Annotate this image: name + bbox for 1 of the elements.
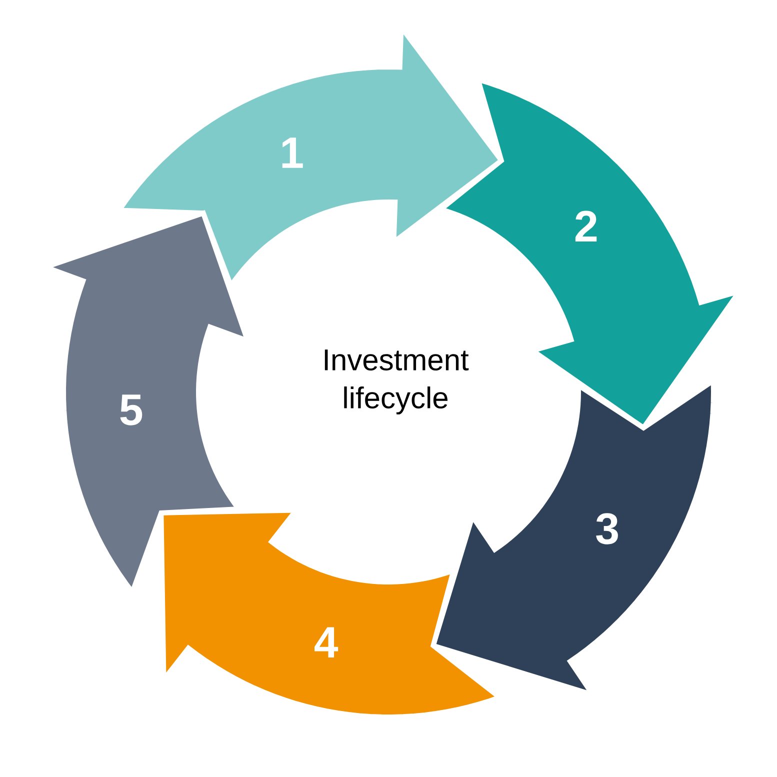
center-title: Investment lifecycle xyxy=(324,350,469,414)
